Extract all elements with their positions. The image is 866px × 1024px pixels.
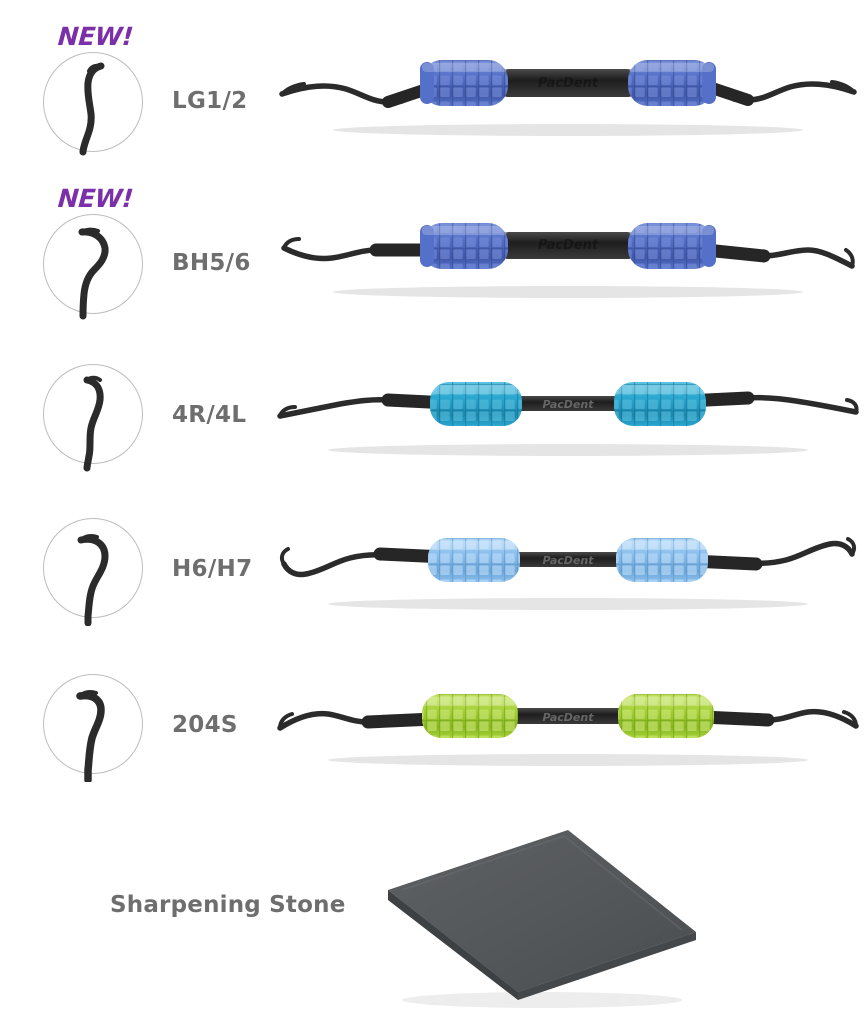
svg-text:PacDent: PacDent	[538, 238, 599, 253]
sharpening-stone-image	[372, 828, 712, 1018]
tip-inset-circle	[43, 364, 143, 464]
instrument-204s: PacDent	[270, 656, 866, 776]
product-label: 204S	[172, 712, 238, 738]
sharpening-stone-section: Sharpening Stone	[0, 828, 866, 1024]
sharpening-stone-label: Sharpening Stone	[110, 892, 346, 918]
tip-inset-circle	[43, 518, 143, 618]
product-label: 4R/4L	[172, 402, 247, 428]
new-badge: NEW!	[56, 184, 134, 213]
tip-inset-circle	[43, 52, 143, 152]
svg-text:PacDent: PacDent	[543, 398, 595, 411]
product-row: H6/H7	[0, 494, 866, 654]
tip-inset-circle	[43, 674, 143, 774]
svg-text:PacDent: PacDent	[543, 711, 595, 724]
instrument-h6h7: PacDent	[270, 500, 866, 620]
product-row: NEW! BH5/6	[0, 162, 866, 322]
svg-text:PacDent: PacDent	[543, 554, 595, 567]
tip-inset-circle	[43, 214, 143, 314]
product-label: BH5/6	[172, 250, 251, 276]
instrument-bh56: PacDent	[270, 184, 866, 304]
new-badge: NEW!	[56, 22, 134, 51]
product-row: 204S	[0, 650, 866, 810]
product-label: H6/H7	[172, 556, 253, 582]
product-row: 4R/4L	[0, 340, 866, 500]
instrument-4r4l: PacDent	[270, 346, 866, 466]
svg-text:PacDent: PacDent	[538, 76, 599, 91]
product-row: NEW! LG1/2	[0, 0, 866, 160]
instrument-lg12: PacDent	[270, 22, 866, 142]
product-label: LG1/2	[172, 88, 248, 114]
